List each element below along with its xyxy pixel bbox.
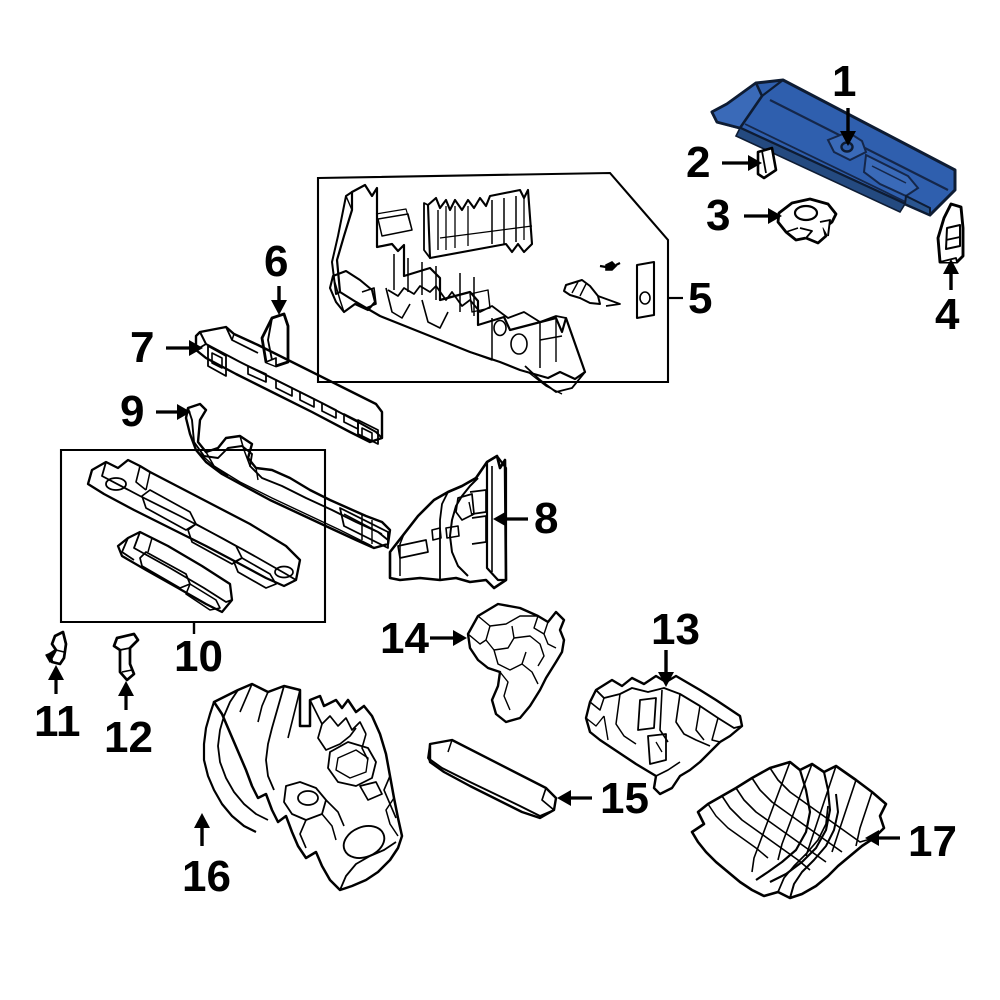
callout-label-3: 3 [706, 191, 731, 240]
callout-leader-14 [430, 630, 467, 646]
part-insulator-pad-left [466, 602, 566, 724]
group-box-floor-tunnel-reinforcement [59, 448, 327, 624]
callout-leader-12 [118, 681, 134, 710]
callout-leader-7 [166, 340, 203, 356]
part-foam-seal-strip [427, 738, 558, 820]
part-cowl-side-bracket [936, 202, 965, 264]
callout-label-6: 6 [264, 237, 289, 286]
callout-label-2: 2 [686, 138, 711, 187]
callout-leader-16 [194, 813, 210, 846]
part-dash-side-panel [388, 454, 508, 590]
callout-label-1: 1 [832, 57, 857, 106]
part-cowl-bracket [776, 197, 838, 245]
callout-leader-2 [722, 155, 762, 171]
part-insulator-pad-right [584, 674, 744, 796]
callout-leader-1 [840, 108, 856, 146]
part-dash-scoop-piece [563, 279, 621, 307]
part-dash-panel [331, 183, 587, 395]
part-cowl-top-panel-highlighted [710, 78, 957, 217]
part-lower-dash-crossmember [184, 402, 392, 550]
callout-leader-5 [667, 250, 683, 330]
callout-leader-3 [744, 208, 782, 224]
part-dash-insulator-main [202, 682, 404, 892]
callout-label-9: 9 [120, 387, 145, 436]
callout-label-14: 14 [380, 614, 429, 663]
callout-label-4: 4 [935, 290, 960, 339]
part-cowl-small-clip [756, 146, 778, 180]
part-upper-dash-crossmember [194, 325, 384, 445]
part-small-clip-a [45, 630, 68, 666]
part-dash-small-curved-piece [328, 269, 377, 314]
part-carpet-insulator [690, 760, 888, 900]
part-floor-reinforcement-rail-lower [116, 530, 234, 614]
callout-label-12: 12 [104, 713, 153, 762]
group-box-dash-panel-assembly [316, 171, 670, 384]
callout-label-17: 17 [908, 817, 957, 866]
callout-label-7: 7 [130, 323, 155, 372]
callout-leader-15 [557, 790, 592, 806]
callout-leader-9 [156, 404, 191, 420]
callout-label-16: 16 [182, 852, 231, 901]
callout-label-11: 11 [34, 697, 81, 746]
callout-leader-13 [658, 650, 674, 687]
callout-leader-6 [271, 286, 287, 315]
callout-label-15: 15 [600, 774, 649, 823]
callout-label-13: 13 [651, 605, 700, 654]
callout-leader-17 [865, 830, 900, 846]
callout-leader-11 [48, 665, 64, 694]
part-dash-upper-panel-piece [423, 188, 534, 260]
callout-leader-4 [943, 259, 959, 290]
callout-label-5: 5 [688, 274, 713, 323]
part-small-clip-b [112, 632, 140, 682]
callout-leader-8 [493, 511, 528, 527]
callout-label-8: 8 [534, 494, 559, 543]
part-floor-reinforcement-rail-upper [86, 458, 302, 589]
part-small-fastener-glyph [599, 261, 621, 271]
callout-label-10: 10 [174, 632, 223, 681]
part-dash-small-plate [635, 260, 656, 320]
part-cowl-reinforcement-clip [260, 312, 290, 368]
